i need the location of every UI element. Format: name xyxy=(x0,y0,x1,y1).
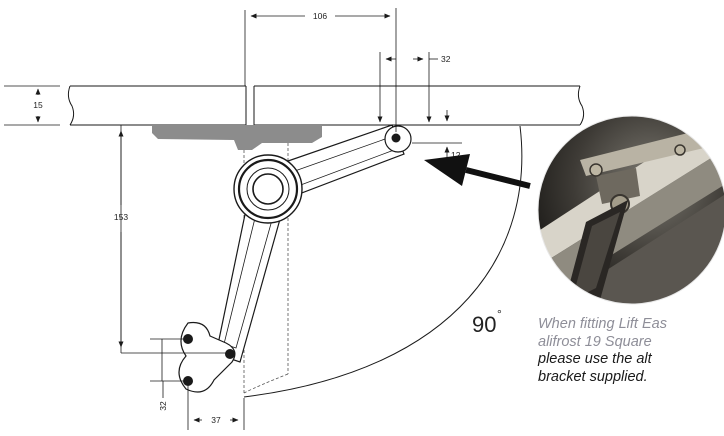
note-line-4: bracket supplied. xyxy=(538,368,648,385)
central-pivot xyxy=(233,154,303,224)
dimension-106 xyxy=(244,8,397,132)
dimension-37-label: 37 xyxy=(211,415,221,425)
fitting-note: When fitting Lift Eas alifrost 19 Square… xyxy=(538,316,724,386)
dimension-32-top xyxy=(377,52,438,123)
opening-arc xyxy=(243,125,523,398)
dimension-153-label: 153 xyxy=(114,212,128,222)
dimension-37 xyxy=(187,386,245,430)
photo-inset-alternative-bracket xyxy=(537,115,724,305)
dimension-12-label: 12 xyxy=(451,150,461,160)
lower-arm xyxy=(215,199,283,363)
dimension-106-label: 106 xyxy=(313,11,327,21)
pointer-arrow xyxy=(424,154,531,189)
dimension-32-top-label: 32 xyxy=(441,54,451,64)
angle-value: 90 xyxy=(472,312,496,337)
dimension-32-bracket xyxy=(150,338,188,398)
upper-pivot xyxy=(391,133,401,143)
note-line-3: please use the alt xyxy=(538,351,652,367)
note-line-1: When fitting Lift Eas xyxy=(538,316,667,332)
hinge-hardware xyxy=(152,125,322,150)
cabinet-top-panel xyxy=(67,85,585,126)
angle-unit: ° xyxy=(497,307,502,321)
dimension-15-label: 15 xyxy=(33,100,43,110)
dimension-153 xyxy=(118,125,228,354)
note-line-2: alifrost 19 Square xyxy=(538,333,652,350)
dimension-15 xyxy=(4,85,60,126)
dimension-32-bracket-label: 32 xyxy=(158,401,168,411)
